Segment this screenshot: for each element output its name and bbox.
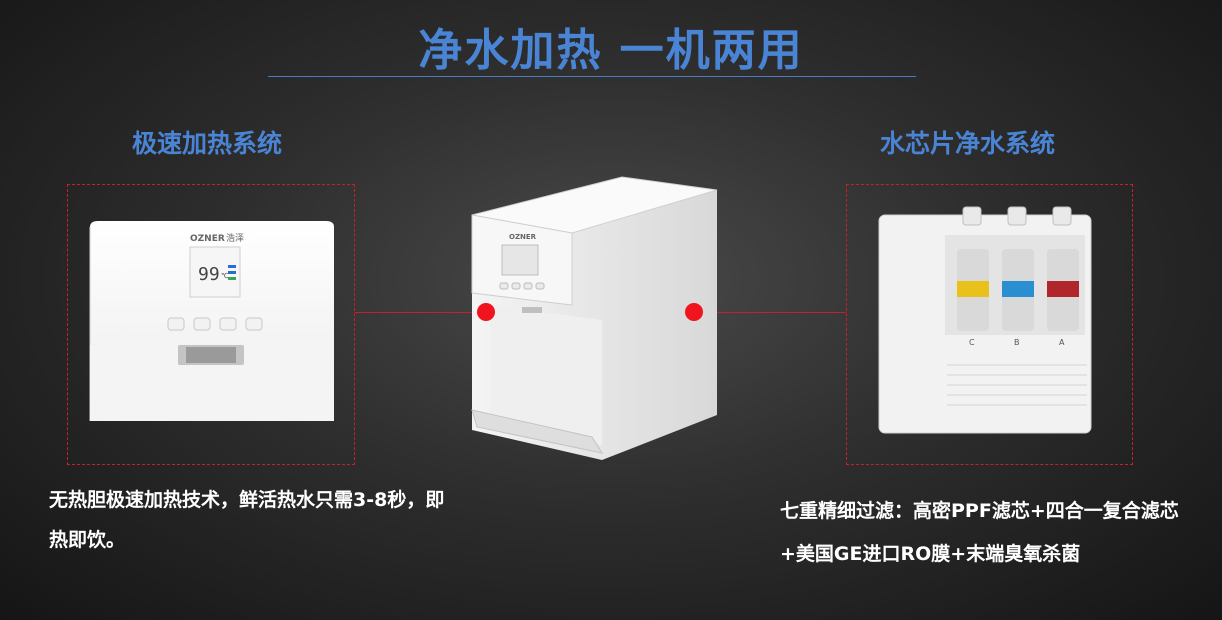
heating-system-heading: 极速加热系统 <box>132 129 283 158</box>
device-brand-logo: OZNER <box>509 233 537 241</box>
heating-closeup-frame: 99 ℃ OZNER 浩泽 <box>67 184 355 465</box>
control-panel-closeup-image: 99 ℃ OZNER 浩泽 <box>89 221 334 421</box>
temp-unit: ℃ <box>221 272 229 280</box>
purification-callout-dot <box>685 303 703 321</box>
filter-system-image: C B A <box>878 206 1092 434</box>
closeup-brand-cn: 浩泽 <box>226 232 244 244</box>
purification-description: 七重精细过滤：高密PPF滤芯+四合一复合滤芯+美国GE进口RO膜+末端臭氧杀菌 <box>780 500 1179 565</box>
left-connector-line <box>355 312 485 313</box>
heating-description: 无热胆极速加热技术，鲜活热水只需3-8秒，即热即饮。 <box>49 489 445 551</box>
filter-label-c: C <box>969 338 975 347</box>
title-underline <box>268 76 916 77</box>
water-dispenser-image: OZNER <box>471 176 718 460</box>
closeup-brand-logo: OZNER <box>190 234 225 244</box>
filter-closeup-frame: C B A <box>846 184 1133 465</box>
heating-callout-dot <box>477 303 495 321</box>
page-title: 净水加热 一机两用 <box>418 25 804 76</box>
purification-system-heading: 水芯片净水系统 <box>880 129 1056 158</box>
temp-readout: 99 <box>198 264 220 285</box>
filter-label-a: A <box>1059 338 1065 347</box>
filter-label-b: B <box>1014 338 1020 347</box>
right-connector-line <box>700 312 846 313</box>
